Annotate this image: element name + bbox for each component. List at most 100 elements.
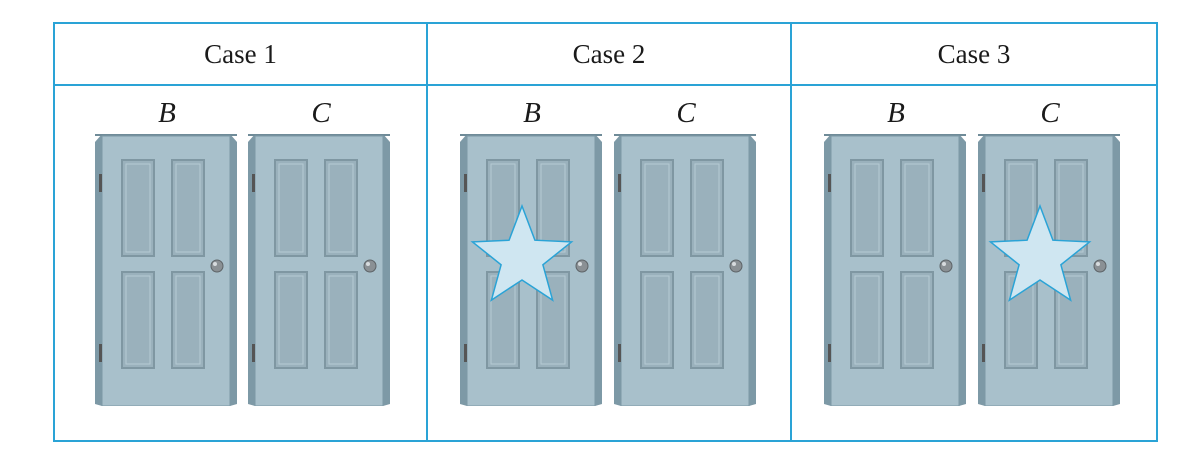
door-frame-top (248, 134, 390, 136)
case-3-column: Case 3 B C (790, 24, 1156, 440)
case-1-door-c-label: C (311, 97, 331, 129)
door-frame-left (824, 134, 831, 406)
doorknob (363, 259, 377, 273)
door-panel-inset (904, 163, 930, 253)
case-3-door-b-label: B (887, 97, 905, 129)
door-panel (171, 159, 205, 257)
door-panel (121, 159, 155, 257)
door-panel (850, 271, 884, 369)
door-panel (900, 271, 934, 369)
hinge-top (252, 174, 255, 192)
door-panel-inset (644, 275, 670, 365)
door-panel-inset (904, 275, 930, 365)
door-frame-left (248, 134, 255, 406)
door-panel-inset (278, 163, 304, 253)
case-1-header: Case 1 (55, 24, 426, 86)
door-panel-inset (694, 163, 720, 253)
case-1-body: B C (55, 86, 426, 440)
doorknob (729, 259, 743, 273)
door-frame-top (978, 134, 1120, 136)
case-3-door-b (824, 134, 966, 411)
star-icon (470, 203, 574, 302)
case-2-body: B C (428, 86, 790, 440)
door-panel (850, 159, 884, 257)
case-1-door-b (95, 134, 237, 411)
case-3-door-c (978, 134, 1120, 411)
door-frame-top (824, 134, 966, 136)
door-panel (690, 271, 724, 369)
hinge-top (828, 174, 831, 192)
hinge-bottom (618, 344, 621, 362)
door-frame-right (959, 134, 966, 406)
door-panel-inset (328, 275, 354, 365)
case-2-door-c-label: C (676, 97, 696, 129)
case-3-door-c-label: C (1040, 97, 1060, 129)
doorknob-highlight (942, 262, 946, 266)
star-icon (988, 203, 1092, 302)
door-panel (274, 159, 308, 257)
case-3-body: B C (792, 86, 1156, 440)
door-panel (640, 271, 674, 369)
hinge-bottom (828, 344, 831, 362)
door-panel (640, 159, 674, 257)
door-frame-top (460, 134, 602, 136)
doorknob (939, 259, 953, 273)
door-frame-top (614, 134, 756, 136)
door-panel-inset (125, 275, 151, 365)
case-2-column: Case 2 B C (426, 24, 790, 440)
door-frame-left (978, 134, 985, 406)
door-panel-inset (1058, 275, 1084, 365)
door-panel (171, 271, 205, 369)
door-panel-inset (278, 275, 304, 365)
doorknob-highlight (213, 262, 217, 266)
doorknob (1093, 259, 1107, 273)
door-panel-inset (694, 275, 720, 365)
case-2-header: Case 2 (428, 24, 790, 86)
door-frame-top (95, 134, 237, 136)
door-frame-right (1113, 134, 1120, 406)
hinge-top (464, 174, 467, 192)
hinge-bottom (252, 344, 255, 362)
doorknob (210, 259, 224, 273)
hinge-top (618, 174, 621, 192)
doorknob-highlight (578, 262, 582, 266)
case-1-column: Case 1 B C (55, 24, 426, 440)
door-frame-right (230, 134, 237, 406)
door-panel (324, 159, 358, 257)
doorknob-highlight (732, 262, 736, 266)
door-frame-left (95, 134, 102, 406)
door-frame-right (595, 134, 602, 406)
door-panel (324, 271, 358, 369)
case-2-door-b (460, 134, 602, 411)
door-frame-right (749, 134, 756, 406)
case-1-door-c (248, 134, 390, 411)
hinge-top (982, 174, 985, 192)
cases-table: Case 1 B C Case 2 B C Case 3 B C (53, 22, 1158, 442)
doorknob-highlight (1096, 262, 1100, 266)
door-panel-inset (540, 275, 566, 365)
door-panel-inset (328, 163, 354, 253)
door-panel-inset (125, 163, 151, 253)
case-1-door-b-label: B (158, 97, 176, 129)
case-2-door-c (614, 134, 756, 411)
case-2-door-b-label: B (523, 97, 541, 129)
door-frame-right (383, 134, 390, 406)
door-panel-inset (175, 163, 201, 253)
door-frame-left (460, 134, 467, 406)
door-panel (274, 271, 308, 369)
case-3-header: Case 3 (792, 24, 1156, 86)
door-panel (690, 159, 724, 257)
door-panel-inset (854, 163, 880, 253)
hinge-bottom (464, 344, 467, 362)
doorknob (575, 259, 589, 273)
door-frame-left (614, 134, 621, 406)
door-panel (900, 159, 934, 257)
door-panel-inset (644, 163, 670, 253)
door-panel (121, 271, 155, 369)
door-panel-inset (854, 275, 880, 365)
door-panel-inset (175, 275, 201, 365)
hinge-bottom (99, 344, 102, 362)
hinge-bottom (982, 344, 985, 362)
hinge-top (99, 174, 102, 192)
doorknob-highlight (366, 262, 370, 266)
